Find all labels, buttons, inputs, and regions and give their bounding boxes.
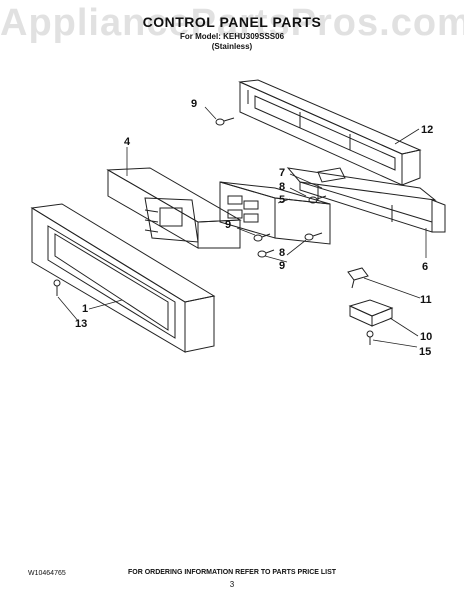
callout-1: 1 <box>82 303 89 315</box>
page-title: CONTROL PANEL PARTS <box>142 14 322 30</box>
sensor-housing <box>348 299 394 327</box>
callout-8-upper: 8 <box>279 181 286 193</box>
callout-8-lower: 8 <box>279 247 286 259</box>
touchpad-overlay <box>106 167 242 249</box>
callout-10: 10 <box>420 331 433 343</box>
callout-11: 11 <box>420 294 432 306</box>
model-line: For Model: KEHU309SSS06 <box>179 32 285 41</box>
page-number: 3 <box>229 580 235 589</box>
variant-line: (Stainless) <box>211 42 253 51</box>
callout-12: 12 <box>421 124 434 136</box>
callout-15: 15 <box>419 346 432 358</box>
document-number: W10464765 <box>28 570 66 577</box>
screws <box>53 117 374 345</box>
control-bracket <box>238 79 446 233</box>
control-panel-frame <box>30 203 216 353</box>
ordering-info-note: FOR ORDERING INFORMATION REFER TO PARTS … <box>127 569 337 576</box>
callout-7: 7 <box>279 167 286 179</box>
callout-9-top: 9 <box>191 98 198 110</box>
callout-5: 5 <box>279 194 286 206</box>
control-board <box>219 181 331 245</box>
bracket-clip <box>347 267 369 289</box>
callout-13: 13 <box>75 318 88 330</box>
callout-9-mid: 9 <box>225 219 232 231</box>
callout-6: 6 <box>422 261 429 273</box>
callout-9-lower: 9 <box>279 260 286 272</box>
callout-4: 4 <box>124 136 131 148</box>
